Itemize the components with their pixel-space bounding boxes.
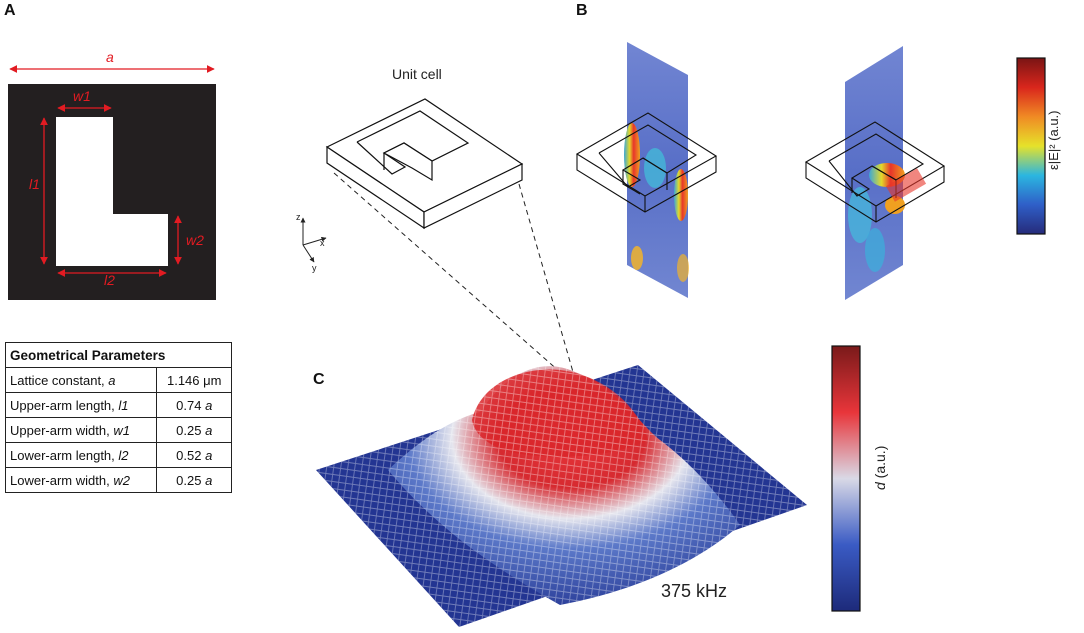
l-shaped-hole (56, 117, 168, 266)
param-name: Lattice constant, (10, 372, 109, 388)
colorbar-b (1017, 58, 1045, 234)
colorbar-b-gradient (1017, 58, 1045, 234)
param-symbol: l2 (118, 447, 129, 463)
param-value: 0.25 (176, 472, 206, 488)
param-value-cell: 0.52 a (156, 442, 232, 468)
dim-w1-label: w1 (73, 88, 91, 104)
param-value: 0.74 (176, 397, 206, 413)
param-name-cell: Upper-arm length, l1 (4, 392, 158, 418)
param-unit: a (205, 397, 213, 413)
param-value: 1.146 μm (166, 372, 222, 388)
param-name-cell: Lower-arm width, w2 (4, 467, 158, 493)
dim-a-label: a (106, 49, 114, 65)
colorbar-c (832, 346, 860, 611)
colorbar-c-gradient (832, 346, 860, 611)
param-name: Lower-arm width, (10, 472, 114, 488)
frequency-label: 375 kHz (661, 581, 728, 601)
table-header-row: Geometrical Parameters (5, 342, 232, 368)
field-map-right (804, 46, 946, 300)
param-value: 0.52 (176, 447, 206, 463)
colorbar-c-frame (831, 345, 861, 612)
param-name-cell: Upper-arm width, w1 (4, 417, 158, 443)
param-symbol: a (108, 372, 116, 388)
parameters-table: Geometrical Parameters Lattice constant,… (4, 342, 232, 493)
axis-z-label: z (296, 212, 301, 222)
colorbar-c-label: d (a.u.) (872, 445, 888, 490)
membrane-surface (316, 365, 807, 627)
panel-letter-b: B (576, 2, 588, 19)
param-unit: a (205, 472, 213, 488)
param-name: Upper-arm width, (10, 422, 114, 438)
param-unit: a (205, 447, 213, 463)
axis-x-label: x (320, 238, 325, 248)
field-map-left (575, 42, 718, 298)
unit-cell-label: Unit cell (392, 66, 442, 82)
table-row: Lattice constant, a 1.146 μm (4, 367, 232, 393)
param-value-cell: 0.25 a (156, 467, 232, 493)
colorbar-b-frame (1016, 57, 1046, 235)
panel-letter-a: A (4, 2, 16, 19)
axis-y-label: y (312, 263, 317, 273)
param-symbol: l1 (118, 397, 129, 413)
dim-l1-label: l1 (29, 176, 40, 192)
dim-w2-label: w2 (186, 232, 204, 248)
dim-l2-label: l2 (104, 272, 115, 288)
param-value-cell: 0.25 a (156, 417, 232, 443)
unit-cell-3d (325, 98, 524, 230)
panel-letter-c: C (313, 371, 325, 388)
table-header: Geometrical Parameters (5, 342, 232, 368)
param-name: Upper-arm length, (10, 397, 119, 413)
param-value-cell: 0.74 a (156, 392, 232, 418)
param-value: 0.25 (176, 422, 206, 438)
axes-triad (300, 217, 327, 263)
zoom-line-right (518, 183, 574, 373)
param-name: Lower-arm length, (10, 447, 119, 463)
param-value-cell: 1.146 μm (156, 367, 232, 393)
param-symbol: w1 (113, 422, 130, 438)
param-unit: a (205, 422, 213, 438)
param-name-cell: Lower-arm length, l2 (4, 442, 158, 468)
param-symbol: w2 (113, 472, 130, 488)
param-name-cell: Lattice constant, a (4, 367, 158, 393)
colorbar-b-label: ε|E|² (a.u.) (1046, 110, 1061, 170)
